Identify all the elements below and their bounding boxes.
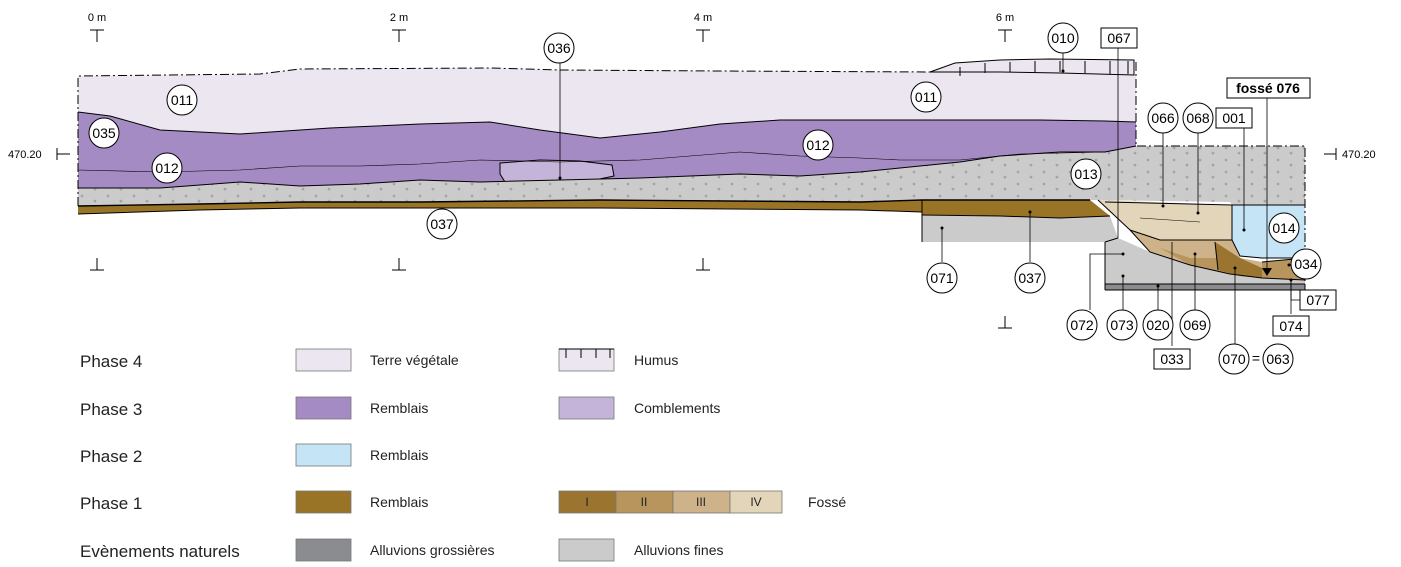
- layer-072-alluvions-fines: [1105, 238, 1305, 284]
- label-066: 066: [1151, 110, 1175, 126]
- layer-010-humus: [929, 58, 1135, 76]
- label-073: 073: [1110, 317, 1134, 333]
- legend-terre-vegetale: Terre végétale: [370, 352, 459, 368]
- label-012-b: 012: [806, 137, 830, 153]
- swatch-humus: [558, 348, 615, 372]
- swatch-alluvions-grossieres: [295, 538, 352, 562]
- legend-comblements: Comblements: [634, 400, 720, 416]
- fosse-arrow-icon: [1262, 268, 1272, 276]
- box-074: 074: [1279, 318, 1303, 334]
- legend-alluvions-fines: Alluvions fines: [634, 542, 724, 558]
- label-037-a: 037: [430, 216, 454, 232]
- legend-remblais-phase3: Remblais: [370, 400, 428, 416]
- box-067: 067: [1107, 30, 1131, 46]
- swatch-fosse: [558, 490, 783, 514]
- layer-037-remblais: [78, 200, 1110, 218]
- legend-remblais-phase1: Remblais: [370, 494, 428, 510]
- layer-070-fosse-i: [1215, 242, 1262, 278]
- scale-label-0m: 0 m: [88, 12, 106, 24]
- fosse-segment-iii: III: [696, 495, 706, 509]
- label-037-b: 037: [1018, 270, 1042, 286]
- layer-020-alluvions-grossieres: [1105, 284, 1305, 290]
- swatch-remblais-phase2: [295, 443, 352, 467]
- fosse-segment-i: I: [585, 495, 588, 509]
- label-011-a: 011: [171, 92, 194, 108]
- label-070: 070: [1222, 351, 1246, 367]
- scale-label-6m: 6 m: [996, 12, 1014, 24]
- legend-remblais-phase2: Remblais: [370, 447, 428, 463]
- label-012-a: 012: [155, 160, 179, 176]
- label-072: 072: [1070, 317, 1094, 333]
- legend-phase-4: Phase 4: [80, 352, 142, 371]
- elevation-marks: 470.20 470.20: [8, 148, 1376, 161]
- label-034: 034: [1294, 256, 1318, 272]
- label-068: 068: [1186, 110, 1210, 126]
- label-013: 013: [1074, 166, 1098, 182]
- legend: Phase 4 Phase 3 Phase 2 Phase 1 Evènemen…: [80, 348, 846, 562]
- label-069: 069: [1183, 317, 1207, 333]
- elevation-right: 470.20: [1342, 149, 1376, 161]
- label-014: 014: [1272, 220, 1296, 236]
- section-outline: [77, 62, 1306, 290]
- fosse-segment-ii: II: [641, 495, 648, 509]
- swatch-remblais-phase3: [295, 396, 352, 420]
- swatch-remblais-phase1: [295, 490, 352, 514]
- legend-fosse: Fossé: [808, 494, 846, 510]
- label-036: 036: [547, 40, 571, 56]
- scale-label-4m: 4 m: [694, 12, 712, 24]
- legend-phase-2: Phase 2: [80, 447, 142, 466]
- label-071: 071: [930, 270, 954, 286]
- label-063: 063: [1266, 351, 1290, 367]
- swatch-comblements: [558, 396, 615, 420]
- label-equals: =: [1252, 350, 1260, 366]
- box-001: 001: [1222, 110, 1246, 126]
- elevation-left: 470.20: [8, 149, 42, 161]
- swatch-alluvions-fines: [558, 538, 615, 562]
- swatch-terre-vegetale: [295, 348, 352, 372]
- scale-label-2m: 2 m: [390, 12, 408, 24]
- section-layers: [77, 46, 1306, 346]
- label-035: 035: [92, 125, 116, 141]
- box-033: 033: [1160, 351, 1184, 367]
- box-labels: 067 001 fossé 076 077 074 033: [1100, 27, 1337, 370]
- scale-bar: 0 m 2 m 4 m 6 m: [88, 12, 1014, 329]
- legend-evenements-naturels: Evènements naturels: [80, 542, 240, 561]
- label-011-b: 011: [915, 89, 938, 105]
- legend-phase-1: Phase 1: [80, 494, 142, 513]
- box-fosse-076: fossé 076: [1236, 80, 1300, 96]
- unit-labels: 011 011 035 012 012 036 010 013 037 066 …: [88, 22, 1322, 375]
- label-010: 010: [1051, 30, 1075, 46]
- legend-phase-3: Phase 3: [80, 400, 142, 419]
- legend-humus: Humus: [634, 352, 678, 368]
- legend-alluvions-grossieres: Alluvions grossières: [370, 542, 495, 558]
- label-020: 020: [1146, 317, 1170, 333]
- layer-071-alluvions-fines: [922, 215, 1118, 242]
- fosse-segment-iv: IV: [750, 495, 761, 509]
- layer-012-remblais: [78, 112, 1136, 188]
- box-077: 077: [1306, 292, 1330, 308]
